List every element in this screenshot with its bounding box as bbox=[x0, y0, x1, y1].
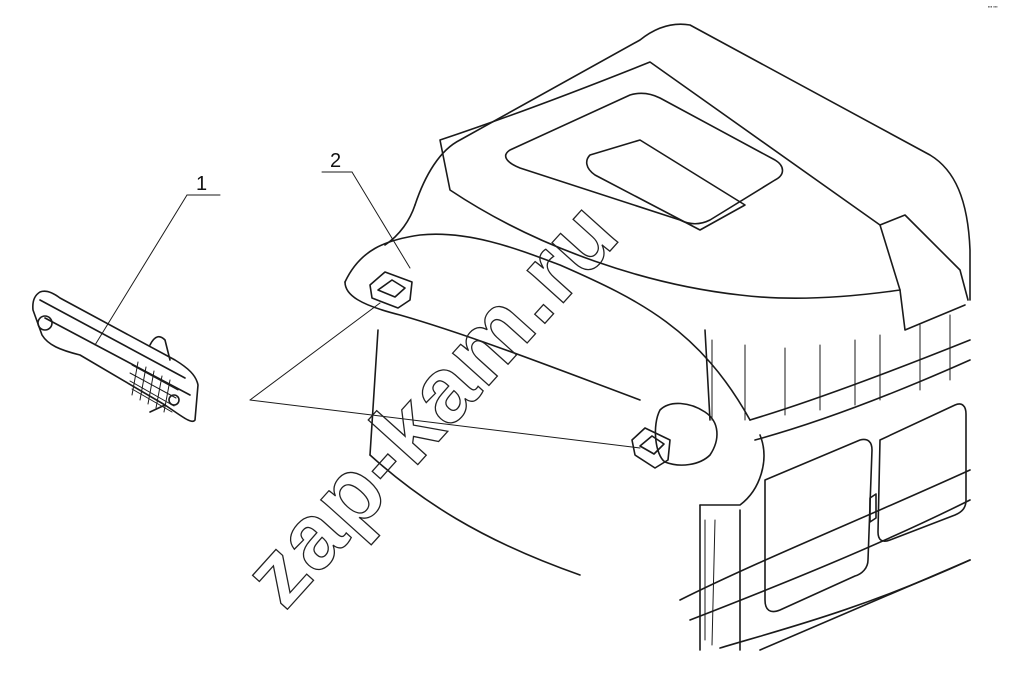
marker-lamp-lower bbox=[631, 427, 671, 469]
callout-1: 1 bbox=[196, 173, 207, 195]
lamp-lens-grid bbox=[129, 361, 179, 413]
callout-2: 2 bbox=[330, 150, 341, 172]
corner-mark: ▪▪▪ ▪▪▪ bbox=[988, 4, 998, 9]
watermark-text: zap-kam.ru bbox=[224, 181, 638, 625]
marker-lamp-upper bbox=[369, 271, 413, 309]
side-marker-lamp bbox=[32, 290, 199, 423]
truck-cab bbox=[344, 23, 971, 651]
callout-leaders bbox=[94, 171, 641, 449]
